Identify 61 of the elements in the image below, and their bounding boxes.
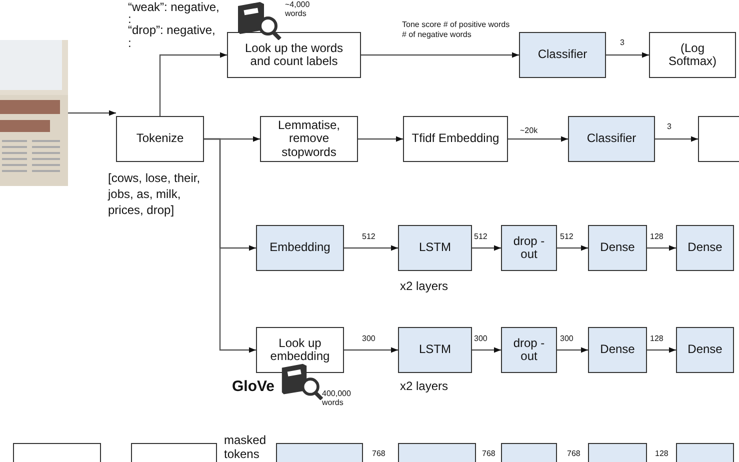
layer-box: drop -out <box>501 225 557 271</box>
arrow <box>647 347 676 353</box>
dimension-label: 400,000 words <box>322 389 352 408</box>
layer-box: LSTM <box>398 225 472 271</box>
layer-box: Dense <box>588 225 647 271</box>
arrow <box>508 136 568 142</box>
layer-box: drop -out <box>501 327 557 373</box>
edge-label: ~20k <box>520 126 538 136</box>
arrow <box>557 245 588 251</box>
dimension-label: 768 <box>372 449 386 458</box>
note-text: GloVe <box>232 378 275 396</box>
arrow <box>557 347 588 353</box>
edge-label: 300 <box>560 334 574 344</box>
edge-label: Tone score # of positive words # of negative words <box>402 20 512 40</box>
edge-label: 512 <box>474 232 488 242</box>
edge-label: 512 <box>560 232 574 242</box>
arrow <box>472 245 501 251</box>
process-box: Look up embedding <box>256 327 344 373</box>
edge-label: 3 <box>667 122 672 132</box>
arrow <box>647 245 676 251</box>
process-box: (Log Softmax) <box>649 32 736 78</box>
dimension-label: 768 <box>567 449 580 458</box>
note-text: “drop”: negative, <box>128 24 216 38</box>
note-text: “weak”: negative, <box>128 1 220 15</box>
layer-box: Dense <box>676 327 734 373</box>
layer-box: Classifier <box>519 32 606 78</box>
arrow <box>204 138 256 353</box>
note-text: : <box>128 37 132 51</box>
annotation-text: [cows, lose, their, jobs, as, milk, prices, drop] <box>108 170 202 219</box>
arrow <box>655 136 698 142</box>
arrow <box>606 52 649 58</box>
layer-box: Dense <box>588 327 647 373</box>
edge-label: 512 <box>362 232 376 242</box>
dimension-label: 768 <box>482 449 496 458</box>
process-box: Lemmatise, remove stopwords <box>260 116 358 162</box>
process-box: Tfidf Embedding <box>403 116 508 162</box>
layer-box: Classifier <box>568 116 655 162</box>
edge-label: 3 <box>620 38 624 48</box>
process-box: Look up the words and count labels <box>227 32 361 78</box>
process-box: Tokenize <box>116 116 204 162</box>
layer-box: Embedding <box>256 225 344 271</box>
note-text: : <box>128 13 132 26</box>
edge-label: 128 <box>650 334 664 344</box>
arrow <box>344 245 398 251</box>
annotation-text: x2 layers <box>400 378 450 394</box>
annotation-text: x2 layers <box>400 278 450 294</box>
edge-label: 300 <box>474 334 488 344</box>
layer-box: LSTM <box>398 327 472 373</box>
arrow <box>68 110 116 116</box>
dimension-label: ~4,000 words <box>285 0 311 18</box>
photo-placeholder <box>0 40 68 186</box>
edge-label: 300 <box>362 334 376 344</box>
layer-box: Dense <box>676 225 734 271</box>
note-text: masked tokens <box>224 434 268 462</box>
arrow <box>159 52 227 116</box>
arrow <box>361 52 519 58</box>
arrow <box>344 347 398 353</box>
dimension-label: 128 <box>655 449 668 458</box>
arrow <box>472 347 501 353</box>
arrow <box>358 136 403 142</box>
edge-label: 128 <box>650 232 664 242</box>
